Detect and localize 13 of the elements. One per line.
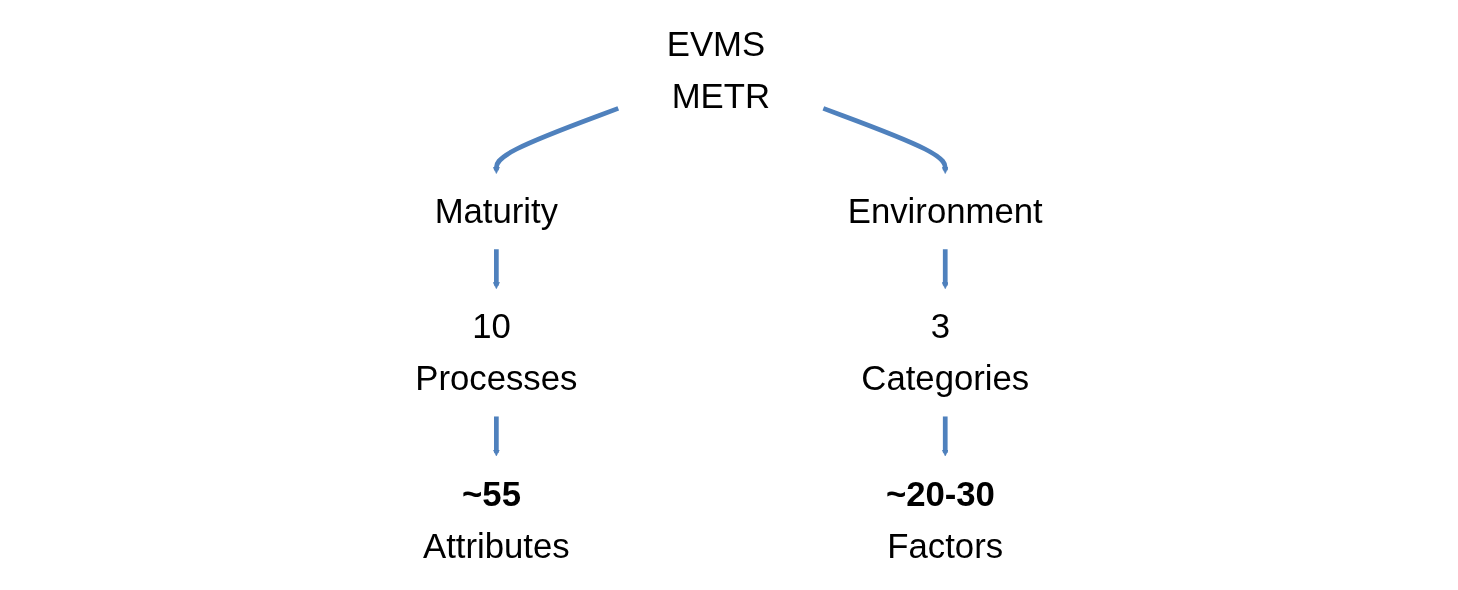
node-text: 10 Processes: [415, 306, 578, 398]
arrow: [941, 249, 949, 289]
arrow: [492, 106, 620, 174]
node-text: Maturity: [434, 191, 559, 231]
arrow: [492, 249, 500, 289]
node-text: EVMS METR: [666, 24, 770, 116]
node-text: ~20-30 Factors: [885, 474, 1004, 565]
node-text: Environment: [847, 191, 1043, 231]
arrow: [492, 416, 500, 457]
arrow: [941, 416, 949, 457]
arrow: [822, 106, 949, 174]
node-text: 3 Categories: [861, 306, 1030, 398]
node-text: ~55 Attributes: [423, 474, 570, 565]
